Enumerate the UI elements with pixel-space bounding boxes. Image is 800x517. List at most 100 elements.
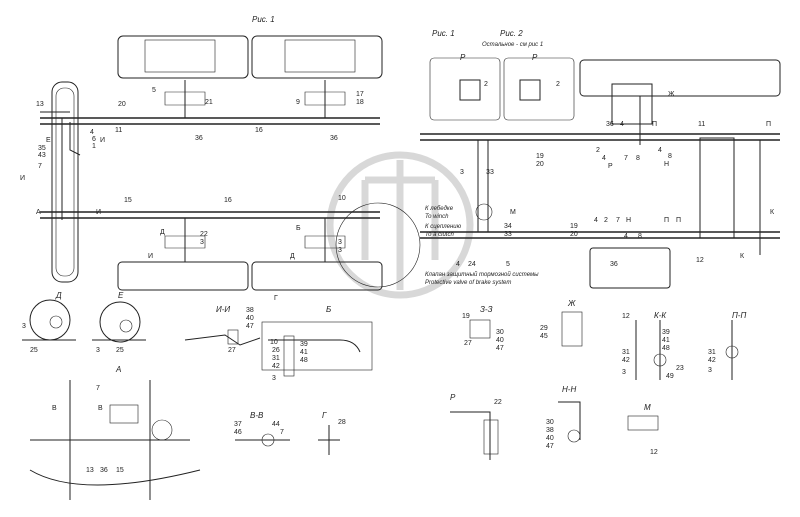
left-callout: 21 bbox=[205, 99, 213, 106]
left-callout: 20 bbox=[118, 101, 126, 108]
left-callout: 3 bbox=[338, 247, 342, 254]
detail-callout-kk: 39 bbox=[662, 329, 670, 336]
detail-callout-zz: 30 bbox=[496, 329, 504, 336]
right-callout: 19 bbox=[536, 153, 544, 160]
detail-views bbox=[22, 299, 739, 500]
right-callout: 4 bbox=[602, 155, 606, 162]
detail-callout-b: 39 bbox=[300, 341, 308, 348]
detail-callout-a: В bbox=[98, 405, 103, 412]
left-callout: 13 bbox=[36, 101, 44, 108]
detail-callout-a: 15 bbox=[116, 467, 124, 474]
detail-callout-kk: 12 bbox=[622, 313, 630, 320]
detail-callout-kk: 42 bbox=[622, 357, 630, 364]
left-callout: 16 bbox=[255, 127, 263, 134]
detail-callout-ii: 27 bbox=[228, 347, 236, 354]
view-name: Г bbox=[322, 411, 327, 420]
detail-callout-kk: 48 bbox=[662, 345, 670, 352]
detail-callout-a: 13 bbox=[86, 467, 94, 474]
detail-callout-vv: 7 bbox=[280, 429, 284, 436]
right-callout: М bbox=[510, 209, 516, 216]
left-callout: 11 bbox=[115, 127, 122, 134]
left-callout: Б bbox=[296, 225, 301, 232]
detail-callout-b: 42 bbox=[272, 363, 280, 370]
detail-callout-kk: 23 bbox=[676, 365, 684, 372]
detail-callout-zz: 47 bbox=[496, 345, 504, 352]
detail-callout-zz: 40 bbox=[496, 337, 504, 344]
right-callout: 36 bbox=[610, 261, 618, 268]
fig1-right-title: Рис. 1 bbox=[432, 29, 455, 38]
view-name: Е bbox=[118, 291, 124, 300]
detail-circle bbox=[335, 202, 421, 288]
detail-callout-nn: 30 bbox=[546, 419, 554, 426]
detail-callout-e: 25 bbox=[116, 347, 124, 354]
clutch-label-ru: К сцеплению bbox=[425, 224, 462, 230]
left-callout: 36 bbox=[195, 135, 203, 142]
left-callout: 22 bbox=[200, 231, 208, 238]
detail-callout-vv: 46 bbox=[234, 429, 242, 436]
detail-callout-a: 7 bbox=[96, 385, 100, 392]
right-callout: 4 bbox=[620, 121, 624, 128]
right-callout: 2 bbox=[556, 81, 560, 88]
right-callout: 4 bbox=[456, 261, 460, 268]
view-name: М bbox=[644, 403, 651, 412]
view-name: Н-Н bbox=[562, 385, 576, 394]
detail-callout-g: 28 bbox=[338, 419, 346, 426]
left-callout: 16 bbox=[224, 197, 232, 204]
right-callout: 2 bbox=[484, 81, 488, 88]
detail-callout-ii: 40 bbox=[246, 315, 254, 322]
detail-callout-nn: 38 bbox=[546, 427, 554, 434]
detail-callout-zh: 45 bbox=[540, 333, 548, 340]
left-callout: 5 bbox=[152, 87, 156, 94]
left-callout: 3 bbox=[338, 239, 342, 246]
right-callout: 4 bbox=[658, 147, 662, 154]
left-chassis-view bbox=[40, 35, 383, 291]
detail-callout-ii: 47 bbox=[246, 323, 254, 330]
left-callout: Д bbox=[160, 229, 165, 236]
detail-callout-kk: 3 bbox=[622, 369, 626, 376]
view-name: И-И bbox=[216, 305, 230, 314]
right-callout: 20 bbox=[570, 231, 578, 238]
left-callout: И bbox=[20, 175, 25, 182]
left-callout: 18 bbox=[356, 99, 364, 106]
right-callout: К bbox=[770, 209, 775, 216]
detail-callout-vv: 44 bbox=[272, 421, 280, 428]
left-callout: 1 bbox=[92, 143, 96, 150]
left-callout: Д bbox=[290, 253, 295, 260]
right-callout: 5 bbox=[506, 261, 510, 268]
right-callout: П bbox=[652, 121, 657, 128]
view-name: К-К bbox=[654, 311, 667, 320]
right-callout: 4 bbox=[624, 233, 628, 240]
detail-callout-zh: 29 bbox=[540, 325, 548, 332]
detail-callout-e: 3 bbox=[96, 347, 100, 354]
clutch-label-en: To a clutch bbox=[425, 232, 454, 238]
view-name: Ж bbox=[567, 299, 576, 308]
right-callout: П bbox=[766, 121, 771, 128]
left-callout: 3 bbox=[200, 239, 204, 246]
detail-callout-kk: 41 bbox=[662, 337, 670, 344]
right-callout: 2 bbox=[596, 147, 600, 154]
view-name: В-В bbox=[250, 411, 264, 420]
right-callout: Н bbox=[626, 217, 631, 224]
detail-callout-b: 26 bbox=[272, 347, 280, 354]
left-callout: 15 bbox=[124, 197, 132, 204]
right-callout: 8 bbox=[638, 233, 642, 240]
detail-callout-ii: 38 bbox=[246, 307, 254, 314]
left-callout: 17 bbox=[356, 91, 364, 98]
left-callout: 7 bbox=[38, 163, 42, 170]
left-callout: А bbox=[36, 209, 41, 216]
right-callout: П bbox=[676, 217, 681, 224]
right-callout: 8 bbox=[636, 155, 640, 162]
detail-callout-nn: 40 bbox=[546, 435, 554, 442]
detail-callout-b: 31 bbox=[272, 355, 280, 362]
left-callout: Е bbox=[46, 137, 51, 144]
right-callout: 36 bbox=[606, 121, 614, 128]
right-callout: 19 bbox=[570, 223, 578, 230]
right-callout: 3 bbox=[490, 169, 494, 176]
right-callout: 12 bbox=[696, 257, 704, 264]
winch-label-ru: К лебедке bbox=[425, 206, 454, 212]
right-callout: 2 bbox=[604, 217, 608, 224]
view-name: А bbox=[115, 365, 121, 374]
